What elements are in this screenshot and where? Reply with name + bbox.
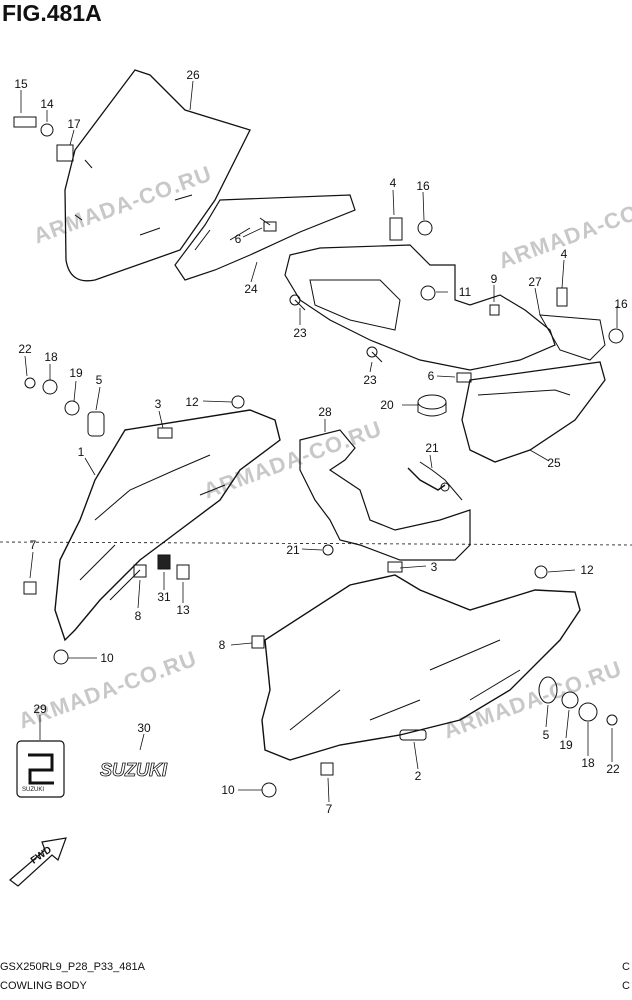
callout-10b: 10 [221,783,235,797]
callout-30: 30 [137,721,151,735]
callout-14: 14 [40,97,54,111]
callout-5: 5 [95,373,103,387]
callout-12: 12 [185,395,199,409]
callout-2: 2 [414,769,422,783]
bracket-part [284,244,556,371]
callout-3: 3 [154,397,162,411]
callout-19: 19 [69,366,83,380]
left-cowl-part [54,409,281,642]
callout-29: 29 [33,702,47,716]
callout-6: 6 [234,232,242,246]
callout-18: 18 [44,350,58,364]
callout-11: 11 [458,285,472,299]
suzuki-emblem-label: SUZUKI [22,787,45,793]
inner-panel-part [174,194,356,281]
bolt-part [13,116,37,128]
callout-12b: 12 [580,563,594,577]
callout-23b: 23 [363,373,377,387]
callout-9: 9 [490,272,498,286]
callout-7b: 7 [325,802,333,816]
callout-16b: 16 [614,297,628,311]
callout-24: 24 [244,282,258,296]
callout-4b: 4 [560,247,568,261]
suzuki-decal-part: SUZUKI [100,760,168,780]
callout-22b: 22 [606,762,620,776]
callout-31: 31 [157,590,171,604]
emblem-part [16,740,65,798]
callout-15: 15 [14,77,28,91]
callout-3b: 3 [430,560,438,574]
callout-19b: 19 [559,738,573,752]
callout-27: 27 [528,275,542,289]
callout-21b: 21 [286,543,300,557]
callout-17: 17 [67,117,81,131]
callout-5b: 5 [542,728,550,742]
footer-edge-mark: C [622,961,630,973]
fwd-arrow-icon [9,837,67,887]
callout-1: 1 [77,445,85,459]
callout-28: 28 [318,405,332,419]
footer-name: COWLING BODY [0,980,87,992]
lower-cowl-part [261,574,581,761]
washer-part [40,123,54,137]
stay-part [299,429,471,561]
callout-13: 13 [176,603,190,617]
right-inner-cover-part [461,361,606,463]
footer-code: GSX250RL9_P28_P33_481A [0,961,145,973]
callout-8: 8 [134,609,142,623]
figure-title: FIG.481A [2,0,102,26]
footer-edge-mark: C [622,980,630,992]
callout-25: 25 [547,456,561,470]
callout-26: 26 [186,68,200,82]
callout-8b: 8 [218,638,226,652]
grommet-part [417,394,447,410]
callout-23: 23 [293,326,307,340]
callout-21: 21 [425,441,439,455]
callout-10: 10 [100,651,114,665]
callout-22: 22 [18,342,32,356]
windscreen-part [64,69,251,282]
callout-7: 7 [29,538,37,552]
callout-16: 16 [416,179,430,193]
callout-4: 4 [389,176,397,190]
callout-20: 20 [380,398,394,412]
collar-part [56,144,74,162]
callout-6b: 6 [427,369,435,383]
callout-18b: 18 [581,756,595,770]
